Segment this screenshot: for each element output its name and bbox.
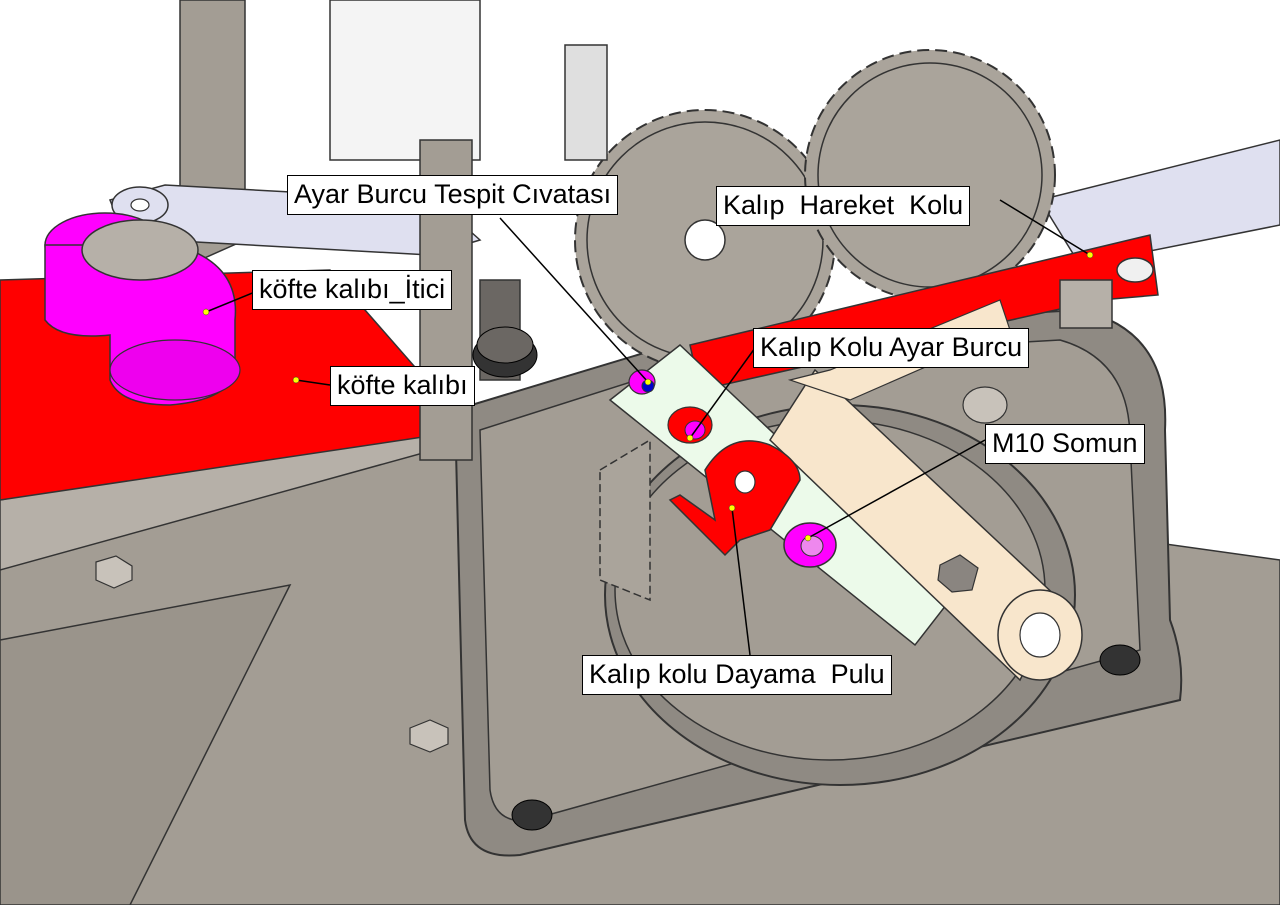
kalip-kolu-dayama-pulu <box>668 440 801 557</box>
label-m10-somun: M10 Somun <box>985 424 1145 464</box>
shaft-rod <box>1038 139 1280 266</box>
label-kalip-kolu-ayar-burcu: Kalıp Kolu Ayar Burcu <box>753 328 1030 368</box>
kofte-kalibi-itici <box>44 212 241 406</box>
leader-dots <box>202 251 1094 542</box>
gear-left <box>574 109 836 371</box>
base-plate-lower <box>0 583 292 905</box>
label-ayar-burcu-tespit-civatasi: Ayar Burcu Tespit Cıvatası <box>287 175 619 215</box>
frame-upright <box>329 0 481 161</box>
gear-lower <box>599 438 651 602</box>
hex-nut-base-1 <box>95 555 133 589</box>
gear-right <box>804 49 1056 301</box>
label-kalip-kolu-dayama-pulu: Kalıp kolu Dayama Pulu <box>582 655 892 695</box>
top-bolt <box>564 44 608 161</box>
label-kofte-kalibi-itici: köfte kalıbı_İtici <box>252 270 453 310</box>
label-kofte-kalibi: köfte kalıbı <box>330 366 475 406</box>
hex-nut-base-2 <box>409 719 449 753</box>
label-kalip-hareket-kolu: Kalıp Hareket Kolu <box>716 186 971 226</box>
foot-bolt-2 <box>1099 644 1141 676</box>
leader-lines <box>205 199 1091 656</box>
foot-bolt-1 <box>511 799 553 831</box>
m10-somun <box>783 522 837 568</box>
